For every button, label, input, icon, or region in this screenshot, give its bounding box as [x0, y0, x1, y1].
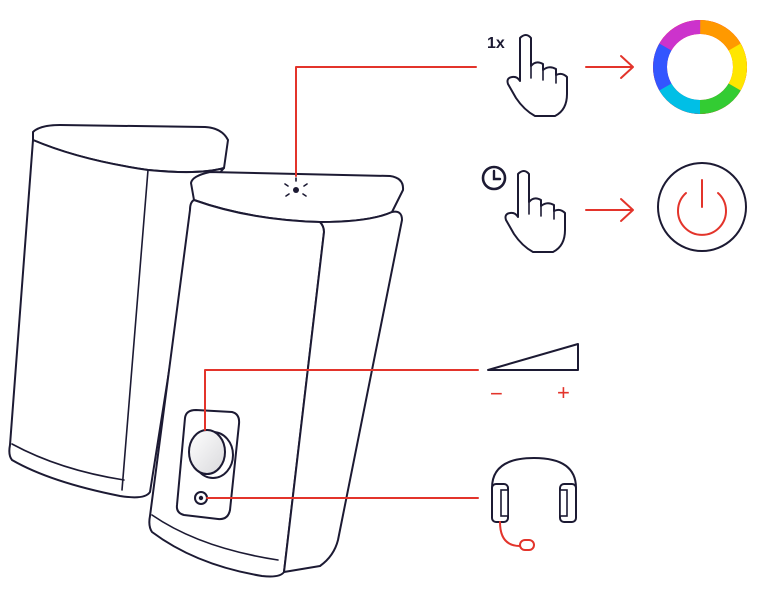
clock-icon — [481, 165, 507, 191]
volume-minus-label: − — [490, 381, 503, 406]
leader-line-light — [295, 66, 477, 177]
rgb-color-ring-icon — [652, 20, 747, 114]
back-speaker — [8, 124, 229, 499]
front-speaker — [148, 171, 405, 578]
press-count-label: 1x — [487, 35, 505, 52]
power-icon — [657, 162, 747, 252]
arrow-to-color-ring — [585, 55, 634, 79]
hold-hand-icon — [504, 170, 566, 253]
leader-line-volume — [204, 369, 479, 431]
tap-hand-icon — [506, 34, 568, 117]
light-button-marker[interactable] — [284, 177, 308, 197]
headphone-jack[interactable] — [194, 491, 208, 505]
arrow-to-power — [585, 198, 634, 222]
volume-knob[interactable] — [188, 429, 234, 479]
headset-icon — [491, 457, 577, 551]
volume-plus-label: + — [557, 380, 570, 405]
volume-ramp-icon — [487, 343, 579, 371]
